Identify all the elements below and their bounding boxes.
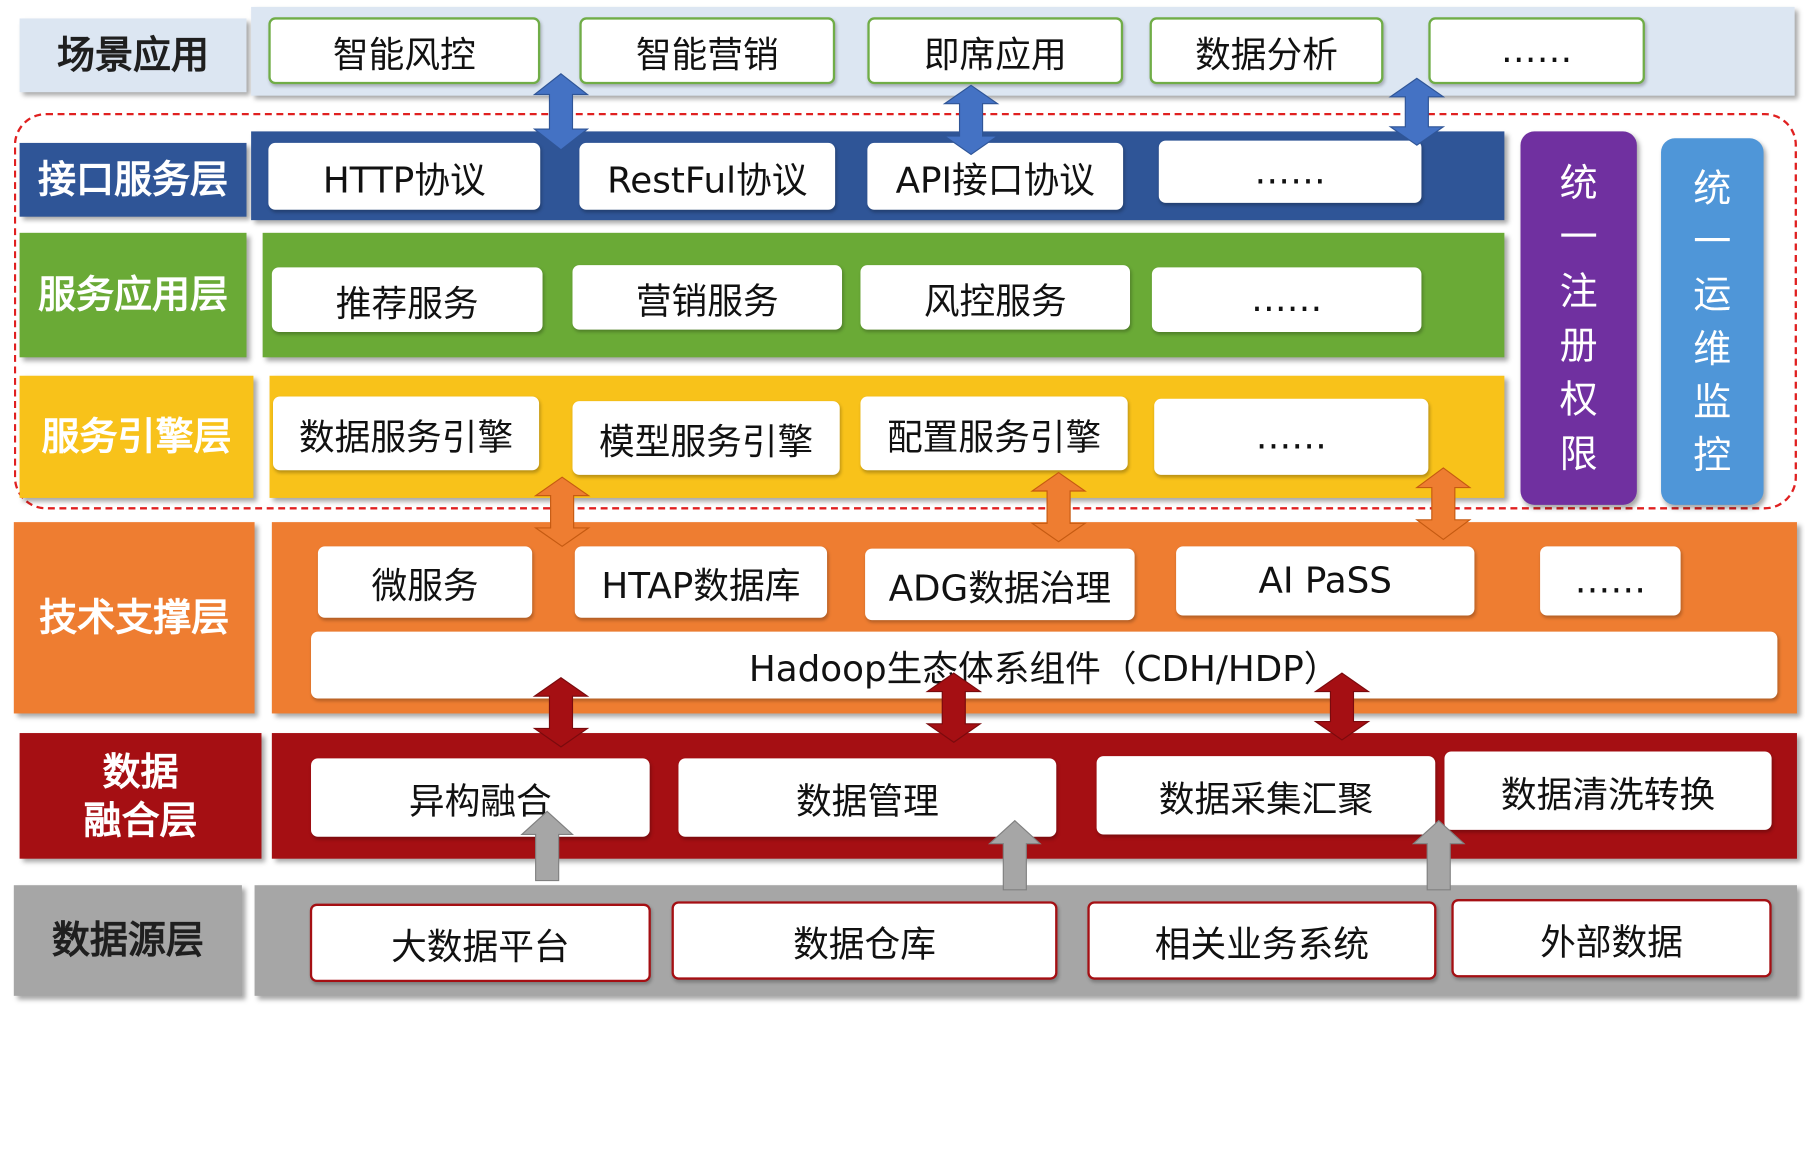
- fusion-label-line1: 数据: [102, 749, 179, 795]
- source-item-bigdata: 大数据平台: [309, 903, 651, 983]
- tech-item-aipass: AI PaSS: [1176, 546, 1475, 616]
- scene-item-adhoc: 即席应用: [867, 17, 1124, 85]
- fusion-item-cleaning: 数据清洗转换: [1444, 751, 1772, 830]
- api-item-api: API接口协议: [867, 142, 1124, 210]
- api-item-restful: RestFul协议: [579, 142, 836, 210]
- fusion-item-heterogeneous: 异构融合: [311, 758, 650, 837]
- double-arrow-tech-fusion-2: [925, 672, 983, 743]
- double-arrow-engine-tech-1: [533, 476, 591, 548]
- layer-label-engine: 服务引擎层: [19, 375, 254, 498]
- double-arrow-tech-fusion-3: [1313, 672, 1371, 741]
- side-ops-char: 监: [1693, 378, 1732, 424]
- scene-item-marketing: 智能营销: [579, 17, 836, 85]
- engine-item-config: 配置服务引擎: [860, 396, 1128, 471]
- side-auth-char: 限: [1559, 431, 1598, 477]
- app-item-recommend: 推荐服务: [271, 267, 543, 332]
- tech-item-microservice: 微服务: [317, 546, 533, 618]
- dashed-region: [13, 112, 1797, 510]
- engine-item-data: 数据服务引擎: [273, 396, 540, 471]
- side-unified-auth: 统 一 注 册 权 限: [1520, 131, 1637, 505]
- side-ops-char: 运: [1693, 272, 1732, 318]
- layer-label-fusion: 数据 融合层: [19, 733, 262, 859]
- side-auth-char: 册: [1559, 322, 1598, 368]
- layer-label-tech: 技术支撑层: [13, 522, 255, 714]
- up-arrow-source-fusion-1: [520, 810, 574, 882]
- double-arrow-engine-tech-3: [1415, 467, 1472, 541]
- tech-item-more: ……: [1540, 546, 1681, 616]
- double-arrow-scene-api-2: [942, 84, 1000, 156]
- engine-item-more: ……: [1154, 398, 1429, 475]
- fusion-label-line2: 融合层: [83, 797, 198, 842]
- app-item-more: ……: [1151, 267, 1422, 332]
- source-item-warehouse: 数据仓库: [671, 901, 1058, 980]
- up-arrow-source-fusion-3: [1411, 819, 1466, 891]
- side-auth-char: 一: [1559, 214, 1598, 260]
- layer-label-app: 服务应用层: [19, 232, 247, 358]
- side-ops-char: 一: [1693, 219, 1732, 265]
- scene-item-risk-control: 智能风控: [268, 17, 541, 85]
- tech-item-adg: ADG数据治理: [865, 548, 1135, 621]
- side-ops-char: 控: [1693, 432, 1732, 477]
- double-arrow-scene-api-3: [1388, 77, 1446, 146]
- api-item-more: ……: [1158, 140, 1422, 203]
- side-ops-char: 维: [1693, 325, 1732, 371]
- app-item-marketing: 营销服务: [572, 265, 843, 330]
- fusion-item-collection: 数据采集汇聚: [1096, 756, 1436, 835]
- api-item-http: HTTP协议: [268, 142, 541, 210]
- fusion-item-management: 数据管理: [678, 758, 1057, 837]
- app-item-risk: 风控服务: [860, 265, 1131, 330]
- tech-item-htap: HTAP数据库: [574, 546, 828, 618]
- double-arrow-tech-fusion-1: [532, 677, 590, 748]
- source-item-business: 相关业务系统: [1087, 901, 1437, 980]
- layer-label-source: 数据源层: [13, 885, 242, 996]
- side-auth-char: 注: [1559, 268, 1598, 314]
- up-arrow-source-fusion-2: [987, 819, 1042, 891]
- engine-item-model: 模型服务引擎: [572, 401, 840, 475]
- double-arrow-engine-tech-2: [1030, 471, 1087, 543]
- side-unified-ops: 统 一 运 维 监 控: [1661, 138, 1764, 505]
- layer-label-scene: 场景应用: [19, 18, 247, 93]
- side-auth-char: 权: [1559, 376, 1598, 422]
- scene-item-analysis: 数据分析: [1149, 17, 1384, 85]
- side-ops-char: 统: [1693, 166, 1732, 212]
- tech-base-hadoop: Hadoop生态体系组件（CDH/HDP）: [311, 631, 1778, 699]
- source-item-external: 外部数据: [1451, 899, 1772, 978]
- layer-label-api: 接口服务层: [19, 142, 247, 217]
- side-auth-char: 统: [1559, 160, 1598, 206]
- scene-item-more: ……: [1428, 17, 1645, 85]
- double-arrow-scene-api-1: [532, 73, 590, 151]
